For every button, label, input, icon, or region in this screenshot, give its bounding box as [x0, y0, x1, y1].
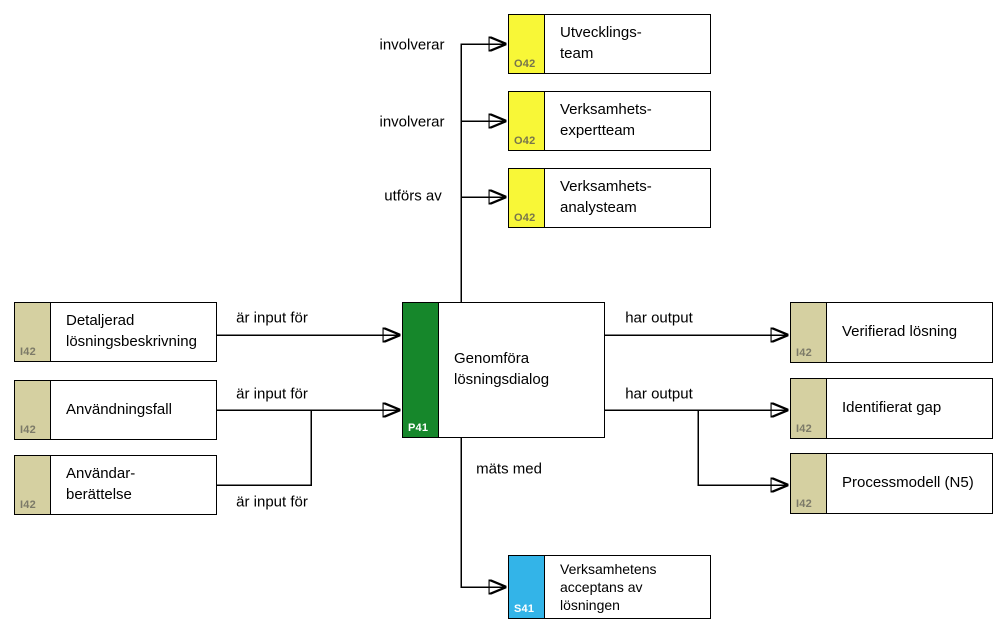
information-type-tab: I42 — [15, 381, 51, 439]
node-label: Användar- berättelse — [66, 465, 136, 503]
measure-type-tab: S41 — [509, 556, 545, 618]
information-type-tab: I42 — [791, 379, 827, 438]
node-anvandarberattelse[interactable]: I42 Användar- berättelse — [14, 455, 217, 515]
information-type-tab: I42 — [15, 456, 51, 514]
node-code: I42 — [20, 346, 36, 358]
node-processmodell-n5[interactable]: I42 Processmodell (N5) — [790, 453, 993, 514]
node-code: I42 — [20, 424, 36, 436]
node-label: Processmodell (N5) — [842, 474, 974, 492]
node-utvecklingsteam[interactable]: O42 Utvecklings- team — [508, 14, 711, 74]
node-code: I42 — [796, 347, 812, 359]
node-label: Användningsfall — [66, 400, 172, 418]
node-label: Genomföra lösningsdialog — [454, 350, 550, 388]
node-verksamhetens-acceptans[interactable]: S41 Verksamhetens acceptans av lösningen — [508, 555, 711, 619]
edge-involverar-1-line — [460, 44, 505, 302]
node-code: O42 — [514, 212, 536, 224]
information-type-tab: I42 — [791, 454, 827, 513]
edge-label-ar-input-for-2: är input för — [236, 385, 308, 403]
node-code: I42 — [796, 423, 812, 435]
node-code: P41 — [408, 422, 429, 434]
node-label: Utvecklings- team — [560, 24, 642, 62]
node-verksamhetsanalysteam[interactable]: O42 Verksamhets- analysteam — [508, 168, 711, 228]
node-label: Detaljerad lösningsbeskrivning — [66, 312, 197, 350]
org-type-tab: O42 — [509, 92, 545, 150]
process-type-tab: P41 — [403, 303, 439, 437]
edge-label-mats-med: mäts med — [476, 460, 542, 478]
edge-har-output-2-branch-line — [697, 410, 787, 485]
node-genomfora-losningsdialog[interactable]: P41 Genomföra lösningsdialog — [402, 302, 605, 438]
org-type-tab: O42 — [509, 169, 545, 227]
node-label: Verksamhets- analysteam — [560, 178, 652, 216]
org-type-tab: O42 — [509, 15, 545, 73]
information-type-tab: I42 — [791, 303, 827, 362]
node-detaljerad-losningsbeskrivning[interactable]: I42 Detaljerad lösningsbeskrivning — [14, 302, 217, 362]
node-identifierat-gap[interactable]: I42 Identifierat gap — [790, 378, 993, 439]
node-code: I42 — [20, 499, 36, 511]
edge-label-har-output-1: har output — [625, 309, 693, 327]
edge-label-utfors-av: utförs av — [384, 187, 442, 205]
node-code: O42 — [514, 135, 536, 147]
node-label: Verifierad lösning — [842, 323, 958, 341]
node-label: Verksamhets- expertteam — [560, 101, 652, 139]
node-code: O42 — [514, 58, 536, 70]
information-type-tab: I42 — [15, 303, 51, 361]
edge-ar-input-for-3-line — [217, 411, 312, 486]
node-verksamhetsexpertteam[interactable]: O42 Verksamhets- expertteam — [508, 91, 711, 151]
edge-label-involverar-1: involverar — [379, 36, 445, 54]
edge-label-har-output-2: har output — [625, 385, 693, 403]
edge-label-involverar-2: involverar — [379, 113, 445, 131]
edge-label-ar-input-for-1: är input för — [236, 309, 308, 327]
node-label: Verksamhetens acceptans av lösningen — [560, 560, 657, 614]
edge-label-ar-input-for-3: är input för — [236, 493, 308, 511]
node-verifierad-losning[interactable]: I42 Verifierad lösning — [790, 302, 993, 363]
node-anvandningsfall[interactable]: I42 Användningsfall — [14, 380, 217, 440]
node-label: Identifierat gap — [842, 399, 942, 417]
node-code: I42 — [796, 498, 812, 510]
node-code: S41 — [514, 603, 535, 615]
